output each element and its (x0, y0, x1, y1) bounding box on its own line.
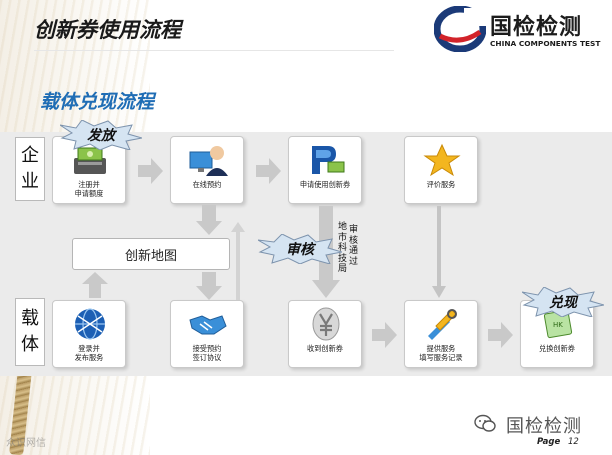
title-divider (34, 50, 394, 51)
innovation-map-box[interactable]: 创新地图 (72, 238, 230, 270)
step-login-publish[interactable]: 登录并 发布服务 (52, 300, 126, 368)
handshake-icon (189, 315, 227, 335)
tools-icon (428, 309, 457, 340)
wechat-icon (474, 414, 496, 432)
step-label: 接受预约 签订协议 (192, 344, 222, 362)
step-label: 申请使用创新券 (299, 180, 351, 189)
globe-network-icon (75, 308, 105, 340)
arrow-down-icon (196, 272, 222, 300)
arrow-right-icon (138, 158, 163, 184)
arrow-up-icon (231, 222, 245, 300)
step-apply-voucher[interactable]: 申请使用创新券 (288, 136, 362, 204)
row-label-carrier: 载 体 (15, 298, 45, 366)
star-icon (423, 143, 461, 177)
step-label: 提供服务 填写服务记录 (419, 344, 463, 362)
bureau-note: 地市科技局 (338, 222, 348, 274)
slide-title: 创新券使用流程 (34, 18, 181, 42)
badge-text: 发放 (87, 128, 115, 144)
step-register-apply[interactable]: 注册并 申请额度 (52, 136, 126, 204)
burst-shape-icon (521, 286, 605, 318)
step-label: 登录并 发布服务 (74, 344, 104, 362)
step-label: 注册并 申请额度 (74, 180, 104, 198)
burst-shape-icon (59, 119, 143, 151)
svg-text:HK: HK (553, 321, 563, 329)
arrow-right-icon (372, 322, 397, 348)
step-label: 在线预约 (192, 180, 222, 189)
arrow-right-icon (488, 322, 513, 348)
logo-name-en: CHINA COMPONENTS TEST (490, 39, 601, 48)
step-provide-service[interactable]: 提供服务 填写服务记录 (404, 300, 478, 368)
badge-text: 审核 (286, 242, 314, 258)
step-label: 评价服务 (426, 180, 456, 189)
company-logo: 国检检测 CHINA COMPONENTS TEST (434, 6, 604, 56)
burst-shape-icon (257, 233, 343, 265)
arrow-right-icon (256, 158, 281, 184)
approved-note: 审核通过 (349, 225, 359, 267)
step-evaluate-service[interactable]: 评价服务 (404, 136, 478, 204)
arrow-down-icon (432, 206, 446, 298)
badge-text: 兑现 (549, 295, 577, 311)
money-register-icon (74, 147, 106, 174)
footer-brand: 国检检测 (474, 412, 612, 437)
arrow-up-icon (82, 272, 108, 298)
page-number: 12 (568, 437, 579, 447)
voucher-icon: HK (543, 309, 573, 339)
badge-review: 审核 (257, 233, 343, 265)
row-label-enterprise: 企 业 (15, 137, 45, 201)
step-receive-voucher[interactable]: 收到创新券 (288, 300, 362, 368)
user-computer-icon (189, 146, 228, 176)
yen-coin-icon (312, 307, 340, 341)
step-online-booking[interactable]: 在线预约 (170, 136, 244, 204)
row-label-char: 业 (21, 171, 39, 192)
arrow-down-icon (196, 205, 222, 235)
slide-subtitle: 载体兑现流程 (40, 91, 155, 113)
row-label-char: 企 (21, 145, 39, 166)
logo-name-cn: 国检检测 (490, 15, 583, 40)
logo-mark-icon (434, 6, 486, 52)
watermark: 众识网信 (6, 438, 46, 449)
payment-card-icon (312, 146, 345, 174)
step-accept-sign[interactable]: 接受预约 签订协议 (170, 300, 244, 368)
badge-redeem: 兑现 (521, 286, 605, 318)
badge-issue: 发放 (59, 119, 143, 151)
step-label: 收到创新券 (307, 344, 343, 353)
step-label: 兑换创新券 (539, 344, 575, 353)
row-label-char: 载 (21, 308, 39, 329)
row-label-char: 体 (21, 334, 39, 355)
footer-brand-name: 国检检测 (506, 416, 582, 437)
page-label: Page (537, 437, 561, 447)
